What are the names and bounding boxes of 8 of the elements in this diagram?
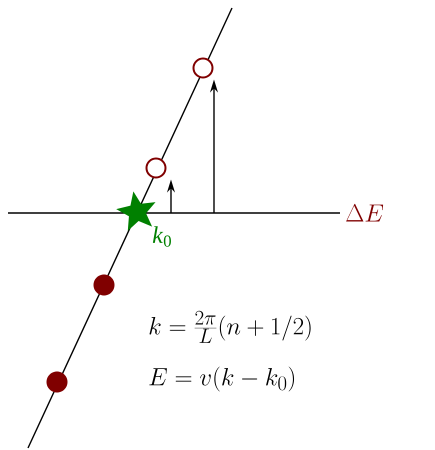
filled-circle xyxy=(46,372,68,392)
equation: $k=\frac{2\pi}{L}(n+1/2)$ xyxy=(150,310,311,343)
axis-label: $\Delta E$ xyxy=(346,204,384,222)
equation: $E=v(k-k_0)$ xyxy=(149,366,294,392)
open-circle xyxy=(146,158,166,178)
open-circle xyxy=(192,58,214,78)
filled-circle xyxy=(94,274,114,296)
node-caption: k$_{0}$ xyxy=(152,226,171,247)
